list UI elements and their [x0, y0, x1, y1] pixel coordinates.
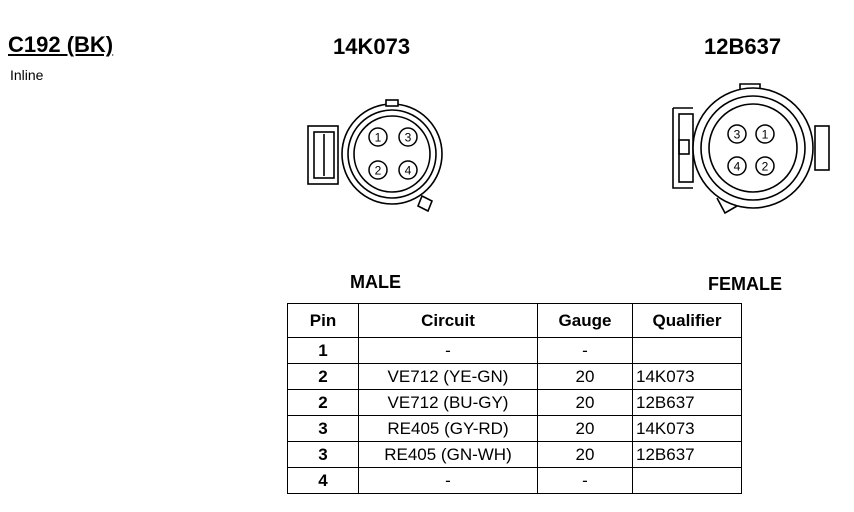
- cell-qualifier: 14K073: [632, 415, 742, 442]
- cell-qualifier: 14K073: [632, 363, 742, 390]
- pin-table: Pin Circuit Gauge Qualifier 1 - - 2 VE71…: [287, 303, 742, 494]
- table-row: 3 RE405 (GY-RD) 20 14K073: [287, 415, 742, 442]
- svg-text:4: 4: [405, 164, 412, 178]
- female-pin-3: 3: [727, 124, 747, 144]
- cell-circuit: -: [358, 337, 538, 364]
- cell-pin: 4: [287, 467, 359, 494]
- header-qualifier: Qualifier: [632, 303, 742, 338]
- cell-gauge: 20: [537, 389, 633, 416]
- cell-gauge: 20: [537, 415, 633, 442]
- male-connector-outline: [307, 99, 443, 213]
- cell-pin: 3: [287, 415, 359, 442]
- cell-pin: 2: [287, 389, 359, 416]
- cell-pin: 1: [287, 337, 359, 364]
- cell-qualifier: [632, 337, 742, 364]
- cell-circuit: -: [358, 467, 538, 494]
- female-pin-1: 1: [755, 124, 775, 144]
- female-label: FEMALE: [708, 274, 782, 294]
- cell-pin: 3: [287, 441, 359, 468]
- svg-text:1: 1: [375, 131, 382, 145]
- svg-text:3: 3: [405, 131, 412, 145]
- cell-gauge: 20: [537, 441, 633, 468]
- female-connector-diagram: 3 1 4 2: [672, 83, 830, 215]
- cell-gauge: -: [537, 337, 633, 364]
- cell-pin: 2: [287, 363, 359, 390]
- table-row: 2 VE712 (YE-GN) 20 14K073: [287, 363, 742, 390]
- cell-circuit: VE712 (BU-GY): [358, 389, 538, 416]
- male-pin-1: 1: [368, 127, 388, 147]
- female-connector-outline: [672, 83, 830, 215]
- cell-circuit: RE405 (GY-RD): [358, 415, 538, 442]
- connector-type: Inline: [10, 67, 44, 83]
- table-row: 4 - -: [287, 467, 742, 494]
- male-connector-diagram: 1 3 2 4: [307, 99, 443, 213]
- table-header-row: Pin Circuit Gauge Qualifier: [287, 303, 742, 338]
- cell-qualifier: 12B637: [632, 389, 742, 416]
- svg-text:3: 3: [734, 128, 741, 142]
- header-circuit: Circuit: [358, 303, 538, 338]
- table-row: 2 VE712 (BU-GY) 20 12B637: [287, 389, 742, 416]
- cell-gauge: 20: [537, 363, 633, 390]
- header-gauge: Gauge: [537, 303, 633, 338]
- male-pin-3: 3: [398, 127, 418, 147]
- female-part-number: 12B637: [704, 34, 782, 59]
- cell-qualifier: 12B637: [632, 441, 742, 468]
- female-pin-2: 2: [755, 156, 775, 176]
- cell-circuit: VE712 (YE-GN): [358, 363, 538, 390]
- table-row: 1 - -: [287, 337, 742, 364]
- svg-text:2: 2: [375, 164, 382, 178]
- table-row: 3 RE405 (GN-WH) 20 12B637: [287, 441, 742, 468]
- svg-text:2: 2: [762, 160, 769, 174]
- cell-circuit: RE405 (GN-WH): [358, 441, 538, 468]
- connector-name: C192 (BK): [8, 32, 114, 57]
- male-label: MALE: [350, 272, 401, 292]
- svg-text:1: 1: [762, 128, 769, 142]
- svg-text:4: 4: [734, 160, 741, 174]
- male-pin-2: 2: [368, 160, 388, 180]
- header-pin: Pin: [287, 303, 359, 338]
- male-part-number: 14K073: [333, 34, 411, 59]
- cell-gauge: -: [537, 467, 633, 494]
- male-pin-4: 4: [398, 160, 418, 180]
- female-pin-4: 4: [727, 156, 747, 176]
- cell-qualifier: [632, 467, 742, 494]
